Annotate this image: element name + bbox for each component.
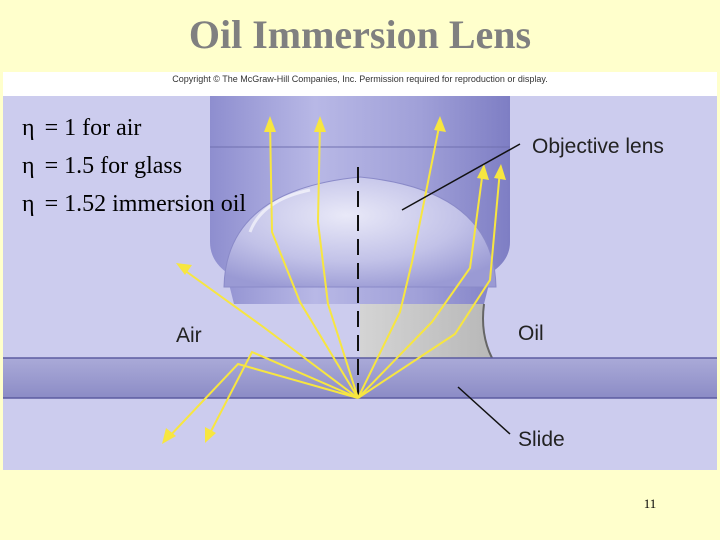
eta-symbol: η xyxy=(22,115,35,141)
ray-oil-3 xyxy=(357,169,501,399)
ray-oil-2 xyxy=(357,169,484,399)
eta-symbol: η xyxy=(22,191,35,217)
immersion-oil xyxy=(360,304,492,358)
eta-symbol: η xyxy=(22,153,35,179)
front-lens-element xyxy=(223,176,497,288)
objective-lens-leader xyxy=(401,143,521,211)
oil-immersion-diagram: Copyright © The McGraw-Hill Companies, I… xyxy=(3,72,717,470)
air-label: Air xyxy=(176,324,202,347)
arrowhead-icon xyxy=(162,428,176,444)
arrowhead-icon xyxy=(205,427,216,443)
oil-label: Oil xyxy=(518,322,544,345)
light-rays xyxy=(165,121,501,441)
ray-arrowheads xyxy=(162,116,506,444)
microscope-slide xyxy=(3,358,717,398)
arrowhead-icon xyxy=(176,263,192,275)
oil-immersion-figure: Copyright © The McGraw-Hill Companies, I… xyxy=(0,72,720,472)
oil-meniscus xyxy=(482,303,493,359)
ray-air-1 xyxy=(316,121,359,399)
slide-title: Oil Immersion Lens xyxy=(188,12,532,57)
ray-oil-1 xyxy=(357,121,441,399)
ray-air-3 xyxy=(179,266,359,399)
slide-leader xyxy=(457,386,511,435)
arrowhead-icon xyxy=(264,116,276,132)
objective-lens-label: Objective lens xyxy=(532,135,664,158)
refractive-index-glass-text: = 1.5 for glass xyxy=(44,153,183,179)
ray-reflected-2 xyxy=(165,362,359,441)
ray-air-2 xyxy=(269,121,359,399)
refractive-index-air-text: = 1 for air xyxy=(44,115,142,141)
refractive-index-air: η = 1 for air xyxy=(22,110,141,146)
copyright-notice: Copyright © The McGraw-Hill Companies, I… xyxy=(172,74,547,84)
arrowhead-icon xyxy=(477,164,489,180)
page-number: 11 xyxy=(643,496,657,511)
ray-reflected-1 xyxy=(207,350,359,438)
refractive-index-oil-text: = 1.52 immersion oil xyxy=(44,191,247,217)
slide-label: Slide xyxy=(518,428,565,451)
arrowhead-icon xyxy=(434,116,446,132)
arrowhead-icon xyxy=(314,116,326,132)
refractive-index-glass: η = 1.5 for glass xyxy=(22,148,182,184)
arrowhead-icon xyxy=(494,164,506,180)
refractive-index-oil: η = 1.52 immersion oil xyxy=(22,186,246,222)
